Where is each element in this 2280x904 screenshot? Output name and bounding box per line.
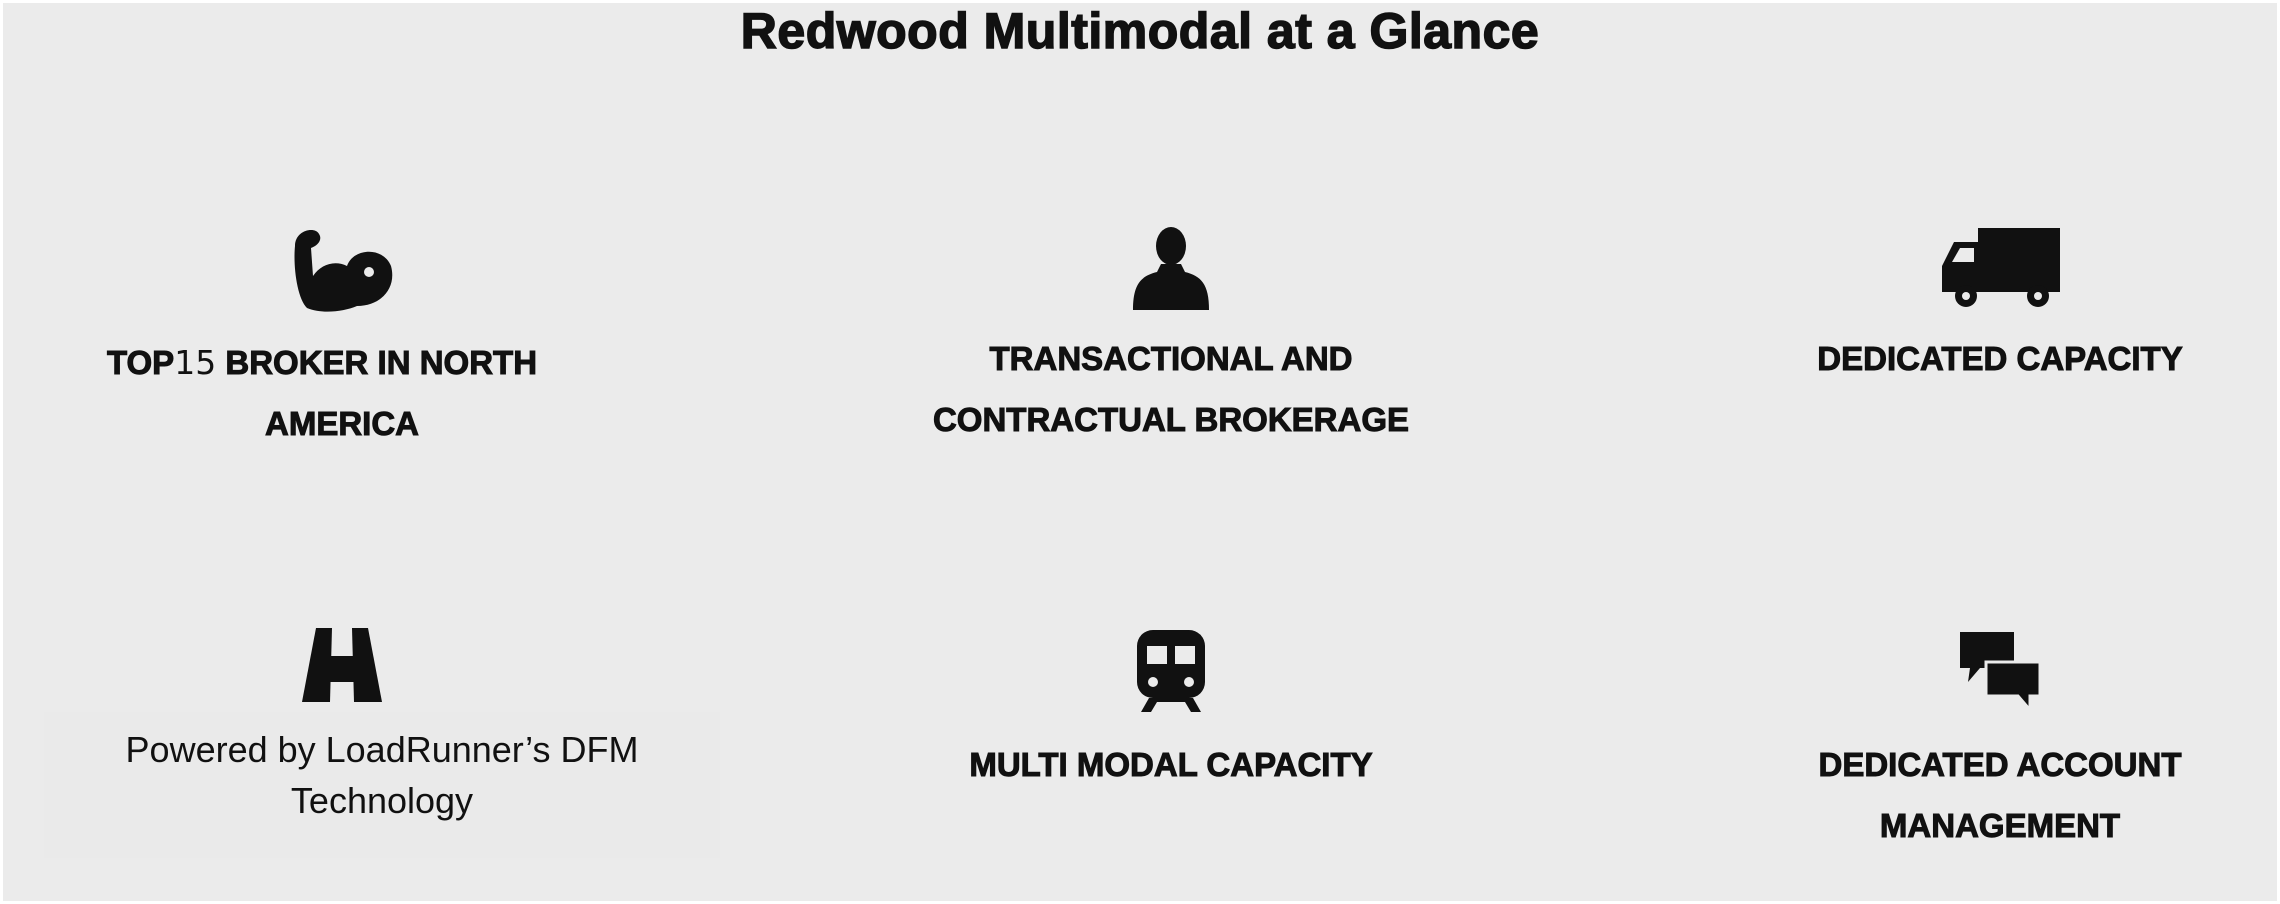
page-title: Redwood Multimodal at a Glance bbox=[740, 2, 1540, 60]
label-line2: CONTRACTUAL BROKERAGE bbox=[932, 401, 1410, 439]
label-line1: TRANSACTIONAL AND bbox=[989, 340, 1353, 378]
feature-top-broker: TOP15 BROKER IN NORTH AMERICA bbox=[22, 226, 662, 454]
label-line2: MANAGEMENT bbox=[1879, 807, 2121, 845]
feature-road bbox=[22, 628, 662, 702]
person-icon bbox=[1133, 227, 1209, 310]
label-line2: AMERICA bbox=[265, 405, 420, 443]
feature-account-management: DEDICATED ACCOUNT MANAGEMENT bbox=[1680, 628, 2280, 856]
train-icon bbox=[1137, 630, 1205, 712]
label-rest: BROKER IN NORTH bbox=[216, 344, 538, 382]
label-line1: MULTI MODAL CAPACITY bbox=[969, 746, 1373, 784]
road-icon bbox=[302, 628, 382, 702]
label-prefix: TOP bbox=[106, 344, 175, 382]
label-line1: DEDICATED ACCOUNT bbox=[1818, 746, 2182, 784]
feature-multimodal: MULTI MODAL CAPACITY bbox=[851, 628, 1491, 795]
caption-line1: Powered by LoadRunner’s DFM bbox=[125, 729, 639, 770]
chat-bubbles-icon bbox=[1960, 632, 2042, 712]
truck-icon bbox=[1942, 228, 2060, 307]
flexed-bicep-icon bbox=[294, 230, 393, 312]
feature-dedicated-capacity: DEDICATED CAPACITY bbox=[1680, 226, 2280, 389]
label-line1: DEDICATED CAPACITY bbox=[1817, 340, 2183, 378]
feature-brokerage: TRANSACTIONAL AND CONTRACTUAL BROKERAGE bbox=[851, 226, 1491, 450]
label-number: 15 bbox=[174, 343, 217, 382]
caption-line2: Technology bbox=[290, 780, 474, 821]
powered-by-caption: Powered by LoadRunner’s DFM Technology bbox=[44, 712, 720, 858]
